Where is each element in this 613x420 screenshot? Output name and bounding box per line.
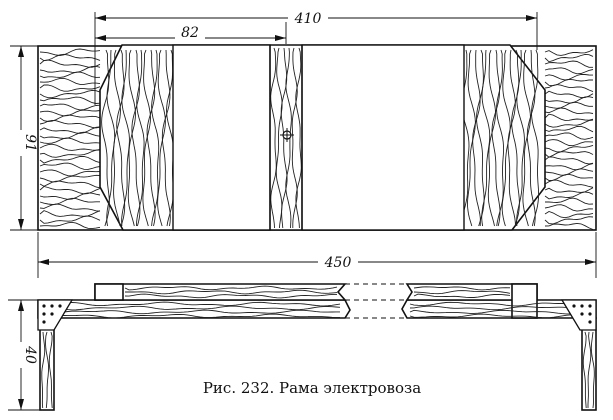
dimension-410-label: 410 — [294, 11, 322, 27]
side-end-block-right — [511, 283, 538, 319]
dimension-82-label: 82 — [181, 25, 199, 41]
dimension-450-label: 450 — [324, 255, 352, 271]
dimension-40-label: 40 — [22, 345, 38, 364]
opening-left — [172, 44, 271, 231]
frame-grain — [101, 49, 540, 227]
figure-caption: Рис. 232. Рама электровоза — [203, 379, 421, 397]
dimension-40: 40 — [8, 299, 40, 411]
dimension-91-label: 91 — [22, 134, 38, 152]
opening-right — [301, 44, 465, 231]
bracket-rivets — [42, 304, 592, 324]
dimension-410: 410 — [94, 8, 538, 105]
leg-grain — [41, 331, 595, 409]
center-mark — [280, 128, 294, 142]
bracket-left — [37, 299, 74, 331]
center-crossbar-grain — [270, 47, 302, 229]
plan-view — [37, 44, 597, 231]
dimension-82: 82 — [95, 22, 287, 44]
side-end-block-left — [94, 283, 124, 301]
side-grain — [59, 285, 579, 319]
bracket-right — [560, 299, 597, 331]
dimension-91: 91 — [10, 45, 40, 231]
base-board-grain — [39, 48, 594, 230]
dimension-450: 450 — [37, 232, 597, 278]
side-view — [37, 283, 597, 411]
